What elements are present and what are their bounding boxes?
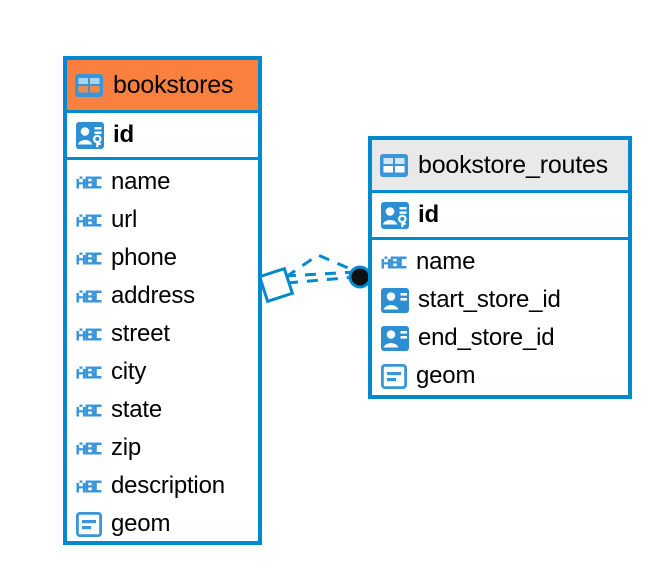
field-label: city	[111, 358, 147, 385]
table-icon	[380, 153, 408, 177]
field-label: id	[113, 121, 134, 148]
field-label: url	[111, 206, 138, 233]
field-row-zip[interactable]: zip	[67, 429, 258, 467]
field-row-start-store-id[interactable]: start_store_id	[372, 281, 628, 319]
entity-bookstore-routes[interactable]: bookstore_routes id	[368, 136, 632, 399]
abc-text-icon	[76, 328, 102, 341]
abc-text-icon	[76, 442, 102, 455]
field-row-end-store-id[interactable]: end_store_id	[372, 319, 628, 357]
abc-text-icon	[76, 366, 102, 379]
field-row-state[interactable]: state	[67, 391, 258, 429]
field-row-url[interactable]: url	[67, 201, 258, 239]
field-label: name	[111, 168, 171, 195]
field-row-phone[interactable]: phone	[67, 239, 258, 277]
fields-list-bookstores: name url	[67, 160, 258, 547]
field-label: street	[111, 320, 170, 347]
field-label: geom	[416, 362, 476, 389]
primary-key-section: id	[67, 110, 258, 160]
abc-text-icon	[76, 176, 102, 189]
field-row-id[interactable]: id	[372, 193, 628, 237]
abc-text-icon	[381, 256, 407, 269]
field-label: zip	[111, 434, 142, 461]
fields-list-bookstore-routes: name start_store_id	[372, 240, 628, 399]
primary-key-section: id	[372, 190, 628, 240]
table-icon	[75, 73, 103, 97]
foreign-key-icon	[381, 287, 409, 313]
field-label: phone	[111, 244, 177, 271]
entity-header-bookstores[interactable]: bookstores	[67, 60, 258, 110]
abc-text-icon	[76, 252, 102, 265]
entity-title: bookstore_routes	[418, 150, 608, 179]
relationship-line-middle	[286, 275, 357, 285]
field-label: start_store_id	[418, 286, 561, 313]
foreign-key-icon	[381, 325, 409, 351]
field-row-description[interactable]: description	[67, 467, 258, 505]
abc-text-icon	[76, 404, 102, 417]
field-label: end_store_id	[418, 324, 555, 351]
abc-text-icon	[76, 290, 102, 303]
primary-key-icon	[76, 121, 104, 149]
filled-circle-marker-icon	[348, 265, 372, 289]
entity-title: bookstores	[113, 70, 234, 99]
abc-text-icon	[76, 480, 102, 493]
geometry-icon	[76, 511, 102, 537]
field-label: description	[111, 472, 225, 499]
field-row-street[interactable]: street	[67, 315, 258, 353]
entity-header-bookstore-routes[interactable]: bookstore_routes	[372, 140, 628, 190]
field-label: name	[416, 248, 476, 275]
relationship-lines	[284, 253, 357, 285]
relationship-line-crow	[285, 253, 356, 279]
diamond-marker-icon	[257, 266, 295, 304]
field-row-geom[interactable]: geom	[372, 357, 628, 395]
geometry-icon	[381, 363, 407, 389]
field-label: address	[111, 282, 195, 309]
entity-bookstores[interactable]: bookstores id	[63, 56, 262, 545]
field-row-id[interactable]: id	[67, 113, 258, 157]
field-row-name[interactable]: name	[372, 243, 628, 281]
abc-text-icon	[76, 214, 102, 227]
field-row-name[interactable]: name	[67, 163, 258, 201]
field-row-city[interactable]: city	[67, 353, 258, 391]
field-row-geom[interactable]: geom	[67, 505, 258, 543]
relationship-line-upper	[284, 270, 357, 278]
primary-key-icon	[381, 201, 409, 229]
field-row-address[interactable]: address	[67, 277, 258, 315]
field-label: id	[418, 201, 439, 228]
field-label: geom	[111, 510, 171, 537]
field-label: state	[111, 396, 163, 423]
